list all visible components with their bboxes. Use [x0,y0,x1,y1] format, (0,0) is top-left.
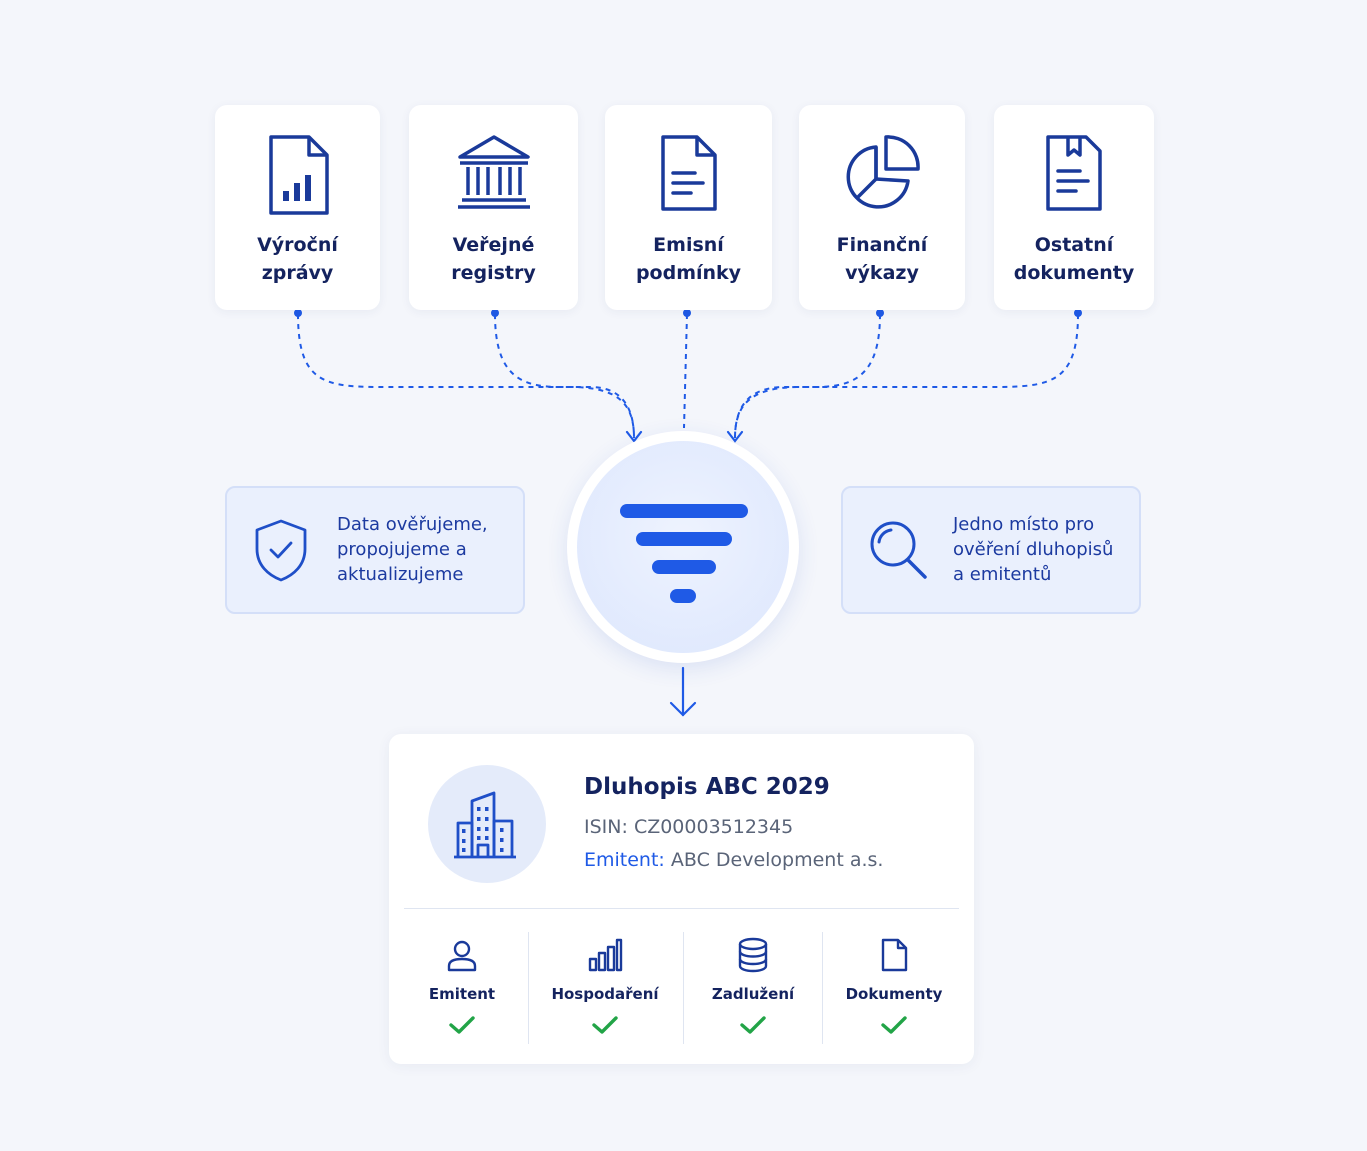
metric-debt: Zadlužení [695,932,811,1044]
isin-label: ISIN: [584,816,628,838]
verification-note: Data ověřujeme, propojujeme a aktualizuj… [225,486,525,614]
institution-icon [457,135,530,209]
bond-result-card: Dluhopis ABC 2029 ISIN: CZ00003512345 Em… [389,734,974,1064]
isin-row: ISIN: CZ00003512345 [584,816,793,838]
single-place-note-text: Jedno místo pro ověření dluhopisů a emit… [953,514,1114,585]
source-card-financial-statements: Finanční výkazy [799,105,965,310]
metric-label: Emitent [428,985,496,1003]
bond-title: Dluhopis ABC 2029 [584,774,830,800]
shield-check-icon [255,519,307,582]
issuer-label: Emitent: [584,849,665,871]
user-icon [447,940,477,972]
bookmark-document-icon [1046,135,1102,211]
check-icon [449,1016,475,1034]
single-place-note: Jedno místo pro ověření dluhopisů a emit… [841,486,1141,614]
metric-label: Dokumenty [845,985,943,1003]
metric-label: Zadlužení [711,985,795,1003]
issuer-row: Emitent: ABC Development a.s. [584,849,883,871]
check-icon [740,1016,766,1034]
source-label: Emisní podmínky [635,234,742,284]
source-card-annual-reports: Výroční zprávy [215,105,380,310]
metric-separator [683,932,684,1044]
isin-value: CZ00003512345 [633,816,794,838]
annual-report-icon [268,135,329,215]
check-icon [881,1016,907,1034]
source-label: Ostatní dokumenty [1013,234,1135,284]
funnel-inner-circle [577,441,789,653]
source-card-issue-terms: Emisní podmínky [605,105,772,310]
metric-issuer: Emitent [407,932,517,1044]
database-icon [738,937,768,973]
metric-documents: Dokumenty [834,932,954,1044]
metric-label: Hospodaření [551,985,659,1003]
file-icon [881,938,908,972]
metric-separator [822,932,823,1044]
building-icon [454,791,516,859]
bar-chart-icon [588,938,623,972]
source-label: Veřejné registry [451,234,536,284]
search-icon [870,521,927,579]
card-divider [404,908,959,909]
issuer-value: ABC Development a.s. [670,849,884,871]
metric-separator [528,932,529,1044]
metric-finances: Hospodaření [539,932,671,1044]
source-card-other-documents: Ostatní dokumenty [994,105,1154,310]
source-label: Výroční zprávy [257,234,338,284]
funnel-icon [620,504,748,603]
pie-chart-icon [846,135,920,209]
verification-note-text: Data ověřujeme, propojujeme a aktualizuj… [337,514,488,585]
source-card-public-registers: Veřejné registry [409,105,578,310]
check-icon [592,1016,618,1034]
issuer-avatar [428,765,546,883]
source-label: Finanční výkazy [836,234,928,284]
data-funnel [567,431,799,663]
document-icon [660,135,717,211]
